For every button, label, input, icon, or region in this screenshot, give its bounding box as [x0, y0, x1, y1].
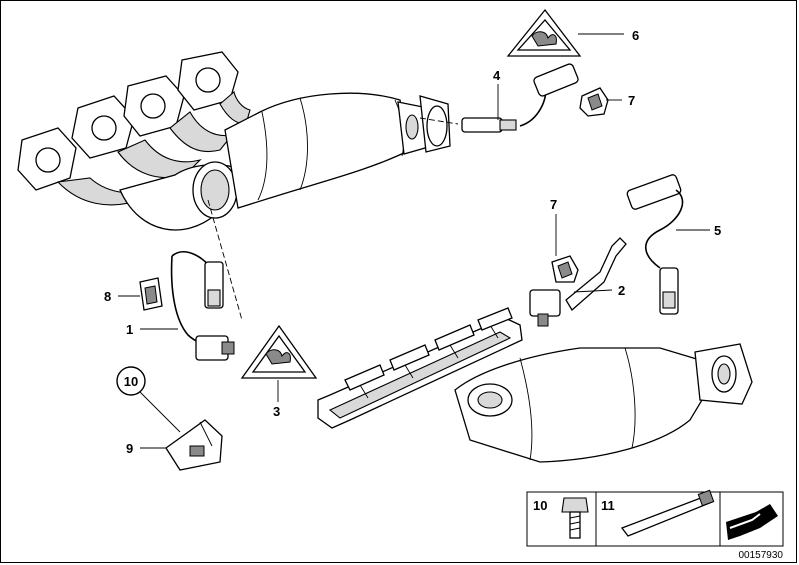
oxygen-sensor-4[interactable] — [461, 63, 579, 133]
upper-catalytic-converter[interactable] — [224, 92, 451, 209]
callout-9: 9 — [126, 441, 133, 456]
callout-3: 3 — [273, 404, 280, 419]
oxygen-sensor-5[interactable] — [626, 174, 684, 315]
cable-tie-icon — [620, 489, 715, 537]
warning-triangle-3 — [240, 324, 318, 379]
callout-7-lower: 7 — [550, 197, 557, 212]
oxygen-sensor-2[interactable] — [529, 237, 627, 327]
clip-7-lower[interactable] — [551, 255, 579, 283]
lower-exhaust-manifold[interactable] — [317, 307, 523, 429]
sensor-4-mount-line — [419, 117, 459, 125]
lower-catalytic-converter[interactable] — [454, 343, 753, 463]
callout-6: 6 — [632, 28, 639, 43]
oxygen-sensor-1[interactable] — [170, 251, 235, 361]
bracket-9[interactable] — [165, 419, 223, 471]
bolt-icon — [561, 497, 589, 539]
callout-10-circle: 10 — [116, 366, 146, 396]
callout-10: 10 — [124, 374, 138, 389]
upper-exhaust-manifold[interactable] — [17, 51, 251, 231]
clip-7-upper[interactable] — [579, 87, 609, 117]
callout-1: 1 — [126, 322, 133, 337]
legend-item-11-label: 11 — [601, 498, 615, 513]
callout-4: 4 — [493, 68, 501, 83]
reference-number: 00157930 — [739, 550, 784, 561]
page-turn-arrow-icon — [726, 504, 778, 540]
callout-7-upper: 7 — [628, 93, 635, 108]
clip-8[interactable] — [139, 277, 163, 311]
sensor-1-mount-line — [207, 199, 243, 321]
callout-2: 2 — [618, 283, 625, 298]
legend-item-10-label: 10 — [533, 498, 547, 513]
callout-5: 5 — [714, 223, 721, 238]
callout-8: 8 — [104, 289, 111, 304]
warning-triangle-6 — [506, 8, 582, 57]
